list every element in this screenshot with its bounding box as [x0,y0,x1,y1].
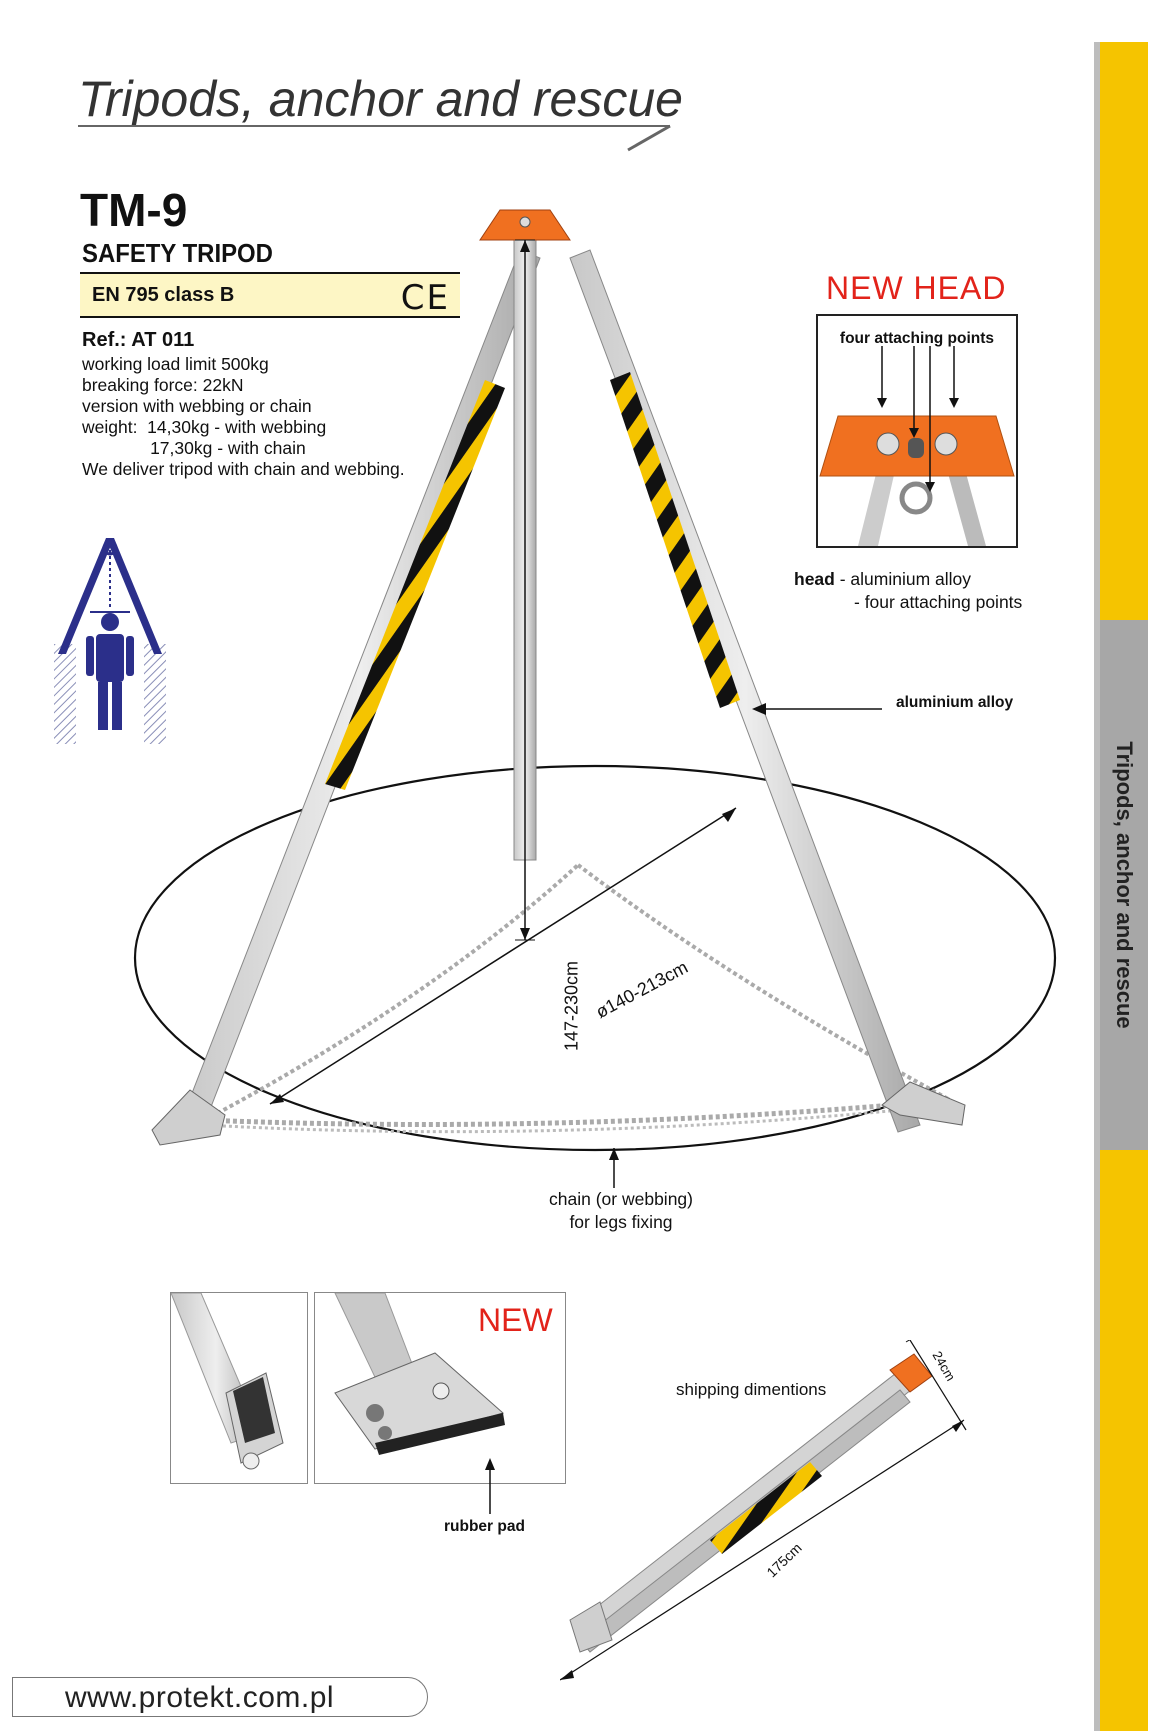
head-desc-line2: - four attaching points [854,592,1023,612]
sidebar-bottom-band [1100,1150,1148,1731]
rescue-pictogram-icon [54,538,166,744]
height-dimension: 147-230cm [561,960,582,1052]
head-desc-line1: - aluminium alloy [834,569,972,589]
shipping-label: shipping dimentions [676,1380,827,1399]
tripod-illustration [133,209,1057,1188]
rubber-pad-label: rubber pad [444,1518,525,1535]
chain-label-line1: chain (or webbing) [549,1189,693,1209]
new-head-title: NEW HEAD [826,270,1007,306]
head-detail-box: four attaching points [816,314,1018,548]
sidebar-top-band [1100,42,1148,620]
head-photo [819,346,1015,546]
spec-line: weight: 14,30kg - with webbing [82,417,327,437]
page-title: Tripods, anchor and rescue [78,71,683,127]
spec-line: version with webbing or chain [82,396,312,416]
aluminium-alloy-label: aluminium alloy [896,694,1014,711]
title-underline [78,124,671,152]
product-subtitle: SAFETY TRIPOD [82,238,273,268]
spec-line: working load limit 500kg [82,354,269,374]
attaching-points-label: four attaching points [839,330,995,347]
foot-old-drawing [171,1293,284,1470]
sidebar-mid-band [1100,620,1148,1150]
folded-tripod-illustration [560,1340,967,1681]
chain-label-line2: for legs fixing [569,1212,673,1232]
sidebar-edge [1094,42,1100,1731]
foot-photo-new [314,1292,566,1484]
standard-label: EN 795 class B [92,284,235,306]
spec-line: breaking force: 22kN [82,375,244,395]
head-description: head - aluminium alloy - four attaching … [794,568,1022,614]
ce-mark: CE [400,278,450,318]
model-name: TM-9 [80,184,188,236]
foot-new-drawing [334,1293,505,1455]
footer-url[interactable]: www.protekt.com.pl [65,1681,335,1714]
product-ref: Ref.: AT 011 [82,329,195,351]
spec-list: working load limit 500kg breaking force:… [82,354,405,480]
spec-line: 17,30kg - with chain [82,438,306,458]
foot-photo-old [170,1292,308,1484]
standard-box: EN 795 class B CE [80,272,460,318]
sidebar-section-title: Tripods, anchor and rescue [1112,741,1137,1029]
new-foot-badge: NEW [478,1302,553,1338]
rubber-pad-arrow [485,1458,495,1514]
spec-line: We deliver tripod with chain and webbing… [82,459,405,479]
footer-url-box[interactable]: www.protekt.com.pl [12,1677,428,1717]
head-term: head [794,569,835,589]
chain-label: chain (or webbing) for legs fixing [506,1188,736,1234]
